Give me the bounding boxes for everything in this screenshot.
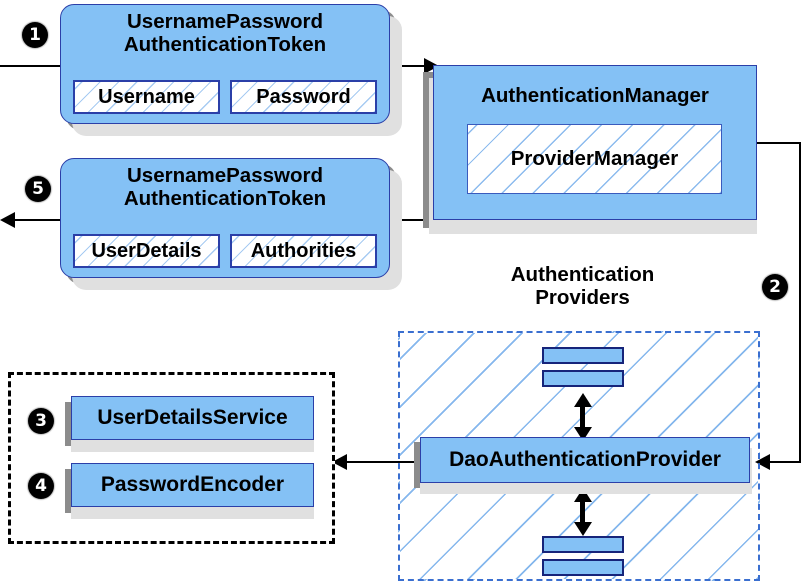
response-token-slot-authorities-label: Authorities <box>250 239 357 262</box>
provider-link-up-line <box>580 405 585 429</box>
request-token-slot-password[interactable]: Password <box>230 80 377 114</box>
response-token-slots: UserDetails Authorities <box>73 234 377 268</box>
response-token-box[interactable]: UsernamePassword AuthenticationToken Use… <box>60 158 390 278</box>
other-provider-bar-top-1[interactable] <box>542 347 624 364</box>
badge-step-1: 1 <box>22 22 48 48</box>
userdetailsservice-box[interactable]: UserDetailsService <box>71 396 314 440</box>
response-token-slot-userdetails-label: UserDetails <box>91 239 202 262</box>
token-to-manager-line <box>388 65 430 67</box>
authentication-manager-box[interactable]: AuthenticationManager ProviderManager <box>433 65 757 220</box>
other-provider-bar-top-2[interactable] <box>542 370 624 387</box>
manager-to-provider-line-vertical <box>799 142 801 462</box>
provider-link-down-arrowhead-bottom <box>574 522 592 536</box>
provider-to-support-line <box>345 461 420 463</box>
badge-step-3: 3 <box>28 408 54 434</box>
provider-to-support-arrowhead <box>332 454 347 470</box>
manager-to-provider-line-bottom <box>768 461 801 463</box>
badge-step-4: 4 <box>28 473 54 499</box>
inbound-request-line <box>0 65 70 67</box>
passwordencoder-box[interactable]: PasswordEncoder <box>71 463 314 507</box>
provider-link-down-line <box>580 500 585 524</box>
outbound-response-arrowhead <box>0 212 15 228</box>
provider-link-up-arrowhead-top <box>574 393 592 407</box>
request-token-slot-password-label: Password <box>256 85 351 108</box>
dao-authentication-provider-label: DaoAuthenticationProvider <box>449 448 721 472</box>
other-provider-bar-bottom-2[interactable] <box>542 559 624 576</box>
other-provider-bar-bottom-1[interactable] <box>542 536 624 553</box>
badge-step-5: 5 <box>25 176 51 202</box>
passwordencoder-label: PasswordEncoder <box>100 473 285 497</box>
manager-to-provider-line-top <box>757 142 801 144</box>
request-token-title: UsernamePassword AuthenticationToken <box>123 10 327 56</box>
response-token-slot-authorities[interactable]: Authorities <box>230 234 377 268</box>
authentication-providers-caption: Authentication Providers <box>510 263 655 309</box>
manager-to-response-line <box>388 219 430 221</box>
provider-manager-panel[interactable]: ProviderManager <box>467 124 722 194</box>
request-token-box[interactable]: UsernamePassword AuthenticationToken Use… <box>60 4 390 124</box>
request-token-slot-username[interactable]: Username <box>73 80 220 114</box>
response-token-slot-userdetails[interactable]: UserDetails <box>73 234 220 268</box>
outbound-response-line <box>14 219 70 221</box>
badge-step-2: 2 <box>762 274 788 300</box>
userdetailsservice-label: UserDetailsService <box>97 406 288 430</box>
request-token-slot-username-label: Username <box>98 85 195 108</box>
provider-manager-label: ProviderManager <box>510 146 679 170</box>
dao-authentication-provider-box[interactable]: DaoAuthenticationProvider <box>420 437 750 483</box>
request-token-slots: Username Password <box>73 80 377 114</box>
authentication-manager-title: AuthenticationManager <box>481 84 709 107</box>
response-token-title: UsernamePassword AuthenticationToken <box>123 164 327 210</box>
